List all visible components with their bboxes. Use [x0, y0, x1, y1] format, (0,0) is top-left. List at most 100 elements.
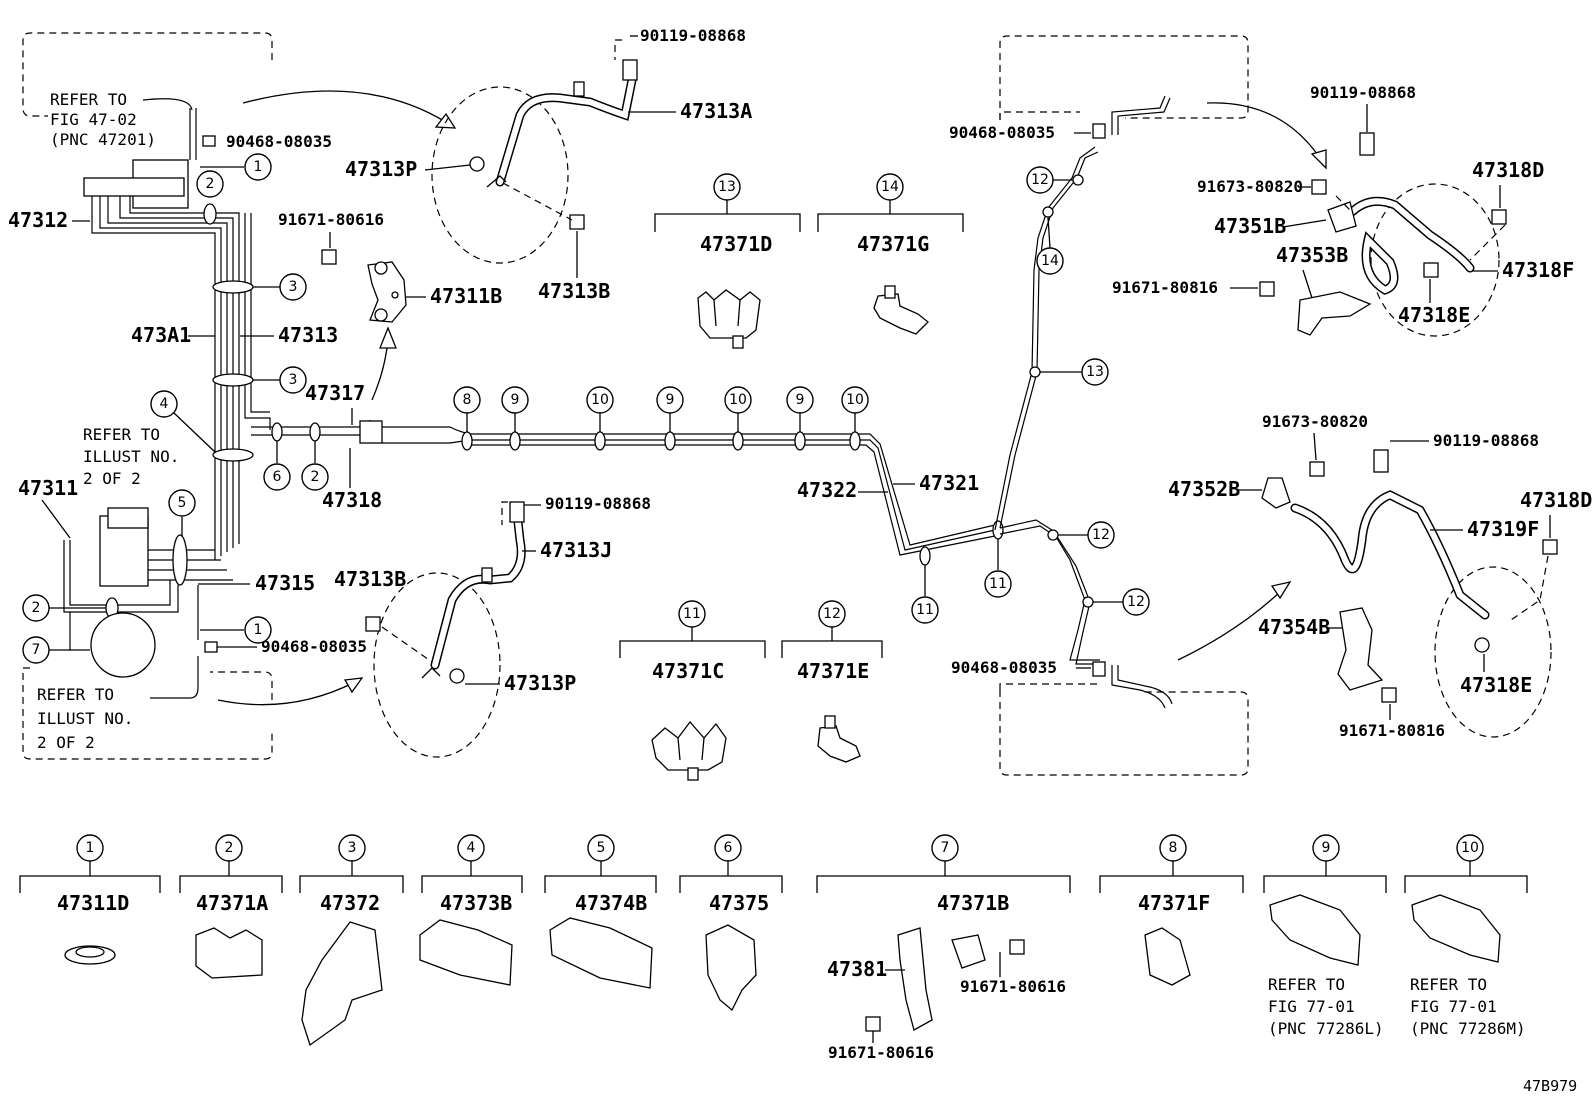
legend-part-3: 47372	[320, 891, 380, 915]
svg-text:1: 1	[254, 622, 263, 638]
callout-6: 6	[263, 441, 291, 491]
svg-text:9: 9	[796, 392, 805, 408]
refer-fig-line1: REFER TO	[50, 90, 127, 109]
svg-text:13: 13	[1086, 364, 1104, 380]
refer-fig-47-02-box: REFER TO FIG 47-02 (PNC 47201)	[22, 32, 273, 149]
legend-part-47381: 47381	[827, 957, 887, 981]
svg-text:3: 3	[289, 372, 298, 388]
callout-13-group: 13	[713, 173, 741, 201]
legend-part-1: 47311D	[57, 891, 129, 915]
hw-90468-d-label: 90468-08035	[951, 658, 1057, 677]
svg-text:2: 2	[311, 469, 320, 485]
svg-text:6: 6	[273, 469, 282, 485]
callout-14: 14	[1036, 216, 1064, 275]
refer-illust-a-line3: 2 OF 2	[83, 469, 141, 488]
part-47354B-label: 47354B	[1258, 615, 1330, 639]
hw-90119-mid-label: 90119-08868	[545, 494, 651, 513]
refer-illust-a-line2: ILLUST NO.	[83, 447, 179, 466]
part-47313-label: 47313	[278, 323, 338, 347]
clip-group-14	[817, 200, 964, 335]
hw-91671-80816-top-label: 91671-80816	[1112, 278, 1218, 297]
callout-10a: 10	[586, 386, 614, 432]
clip-group-12	[781, 627, 883, 763]
part-47313P-top-label: 47313P	[345, 157, 417, 181]
refer-fig-line2: FIG 47-02	[50, 110, 137, 129]
svg-text:12: 12	[823, 606, 841, 622]
ref-box-top-right	[999, 35, 1249, 139]
legend-item-5: 5 47374B	[544, 834, 657, 989]
legend-hw-91671-80616-b: 91671-80616	[960, 977, 1066, 996]
part-47318F-label: 47318F	[1502, 258, 1574, 282]
callout-13: 13	[1040, 358, 1109, 386]
part-47353B-label: 47353B	[1276, 243, 1348, 267]
clip-90468-a	[202, 135, 216, 147]
part-47318D-top-label: 47318D	[1472, 158, 1544, 182]
svg-text:2: 2	[32, 600, 41, 616]
callout-1b: 1	[200, 616, 272, 644]
svg-text:4: 4	[160, 396, 169, 412]
legend-item-4: 4 47373B	[419, 834, 523, 986]
svg-text:1: 1	[254, 159, 263, 175]
hose-detail-rear-left	[365, 501, 526, 758]
clip-group-11	[619, 627, 766, 781]
callout-12a: 12	[1058, 521, 1115, 549]
legend-item-2: 2 47371A	[179, 834, 283, 979]
hw-91671-80616-a-label: 91671-80616	[278, 210, 384, 229]
svg-text:12: 12	[1127, 594, 1145, 610]
hw-91673-80820-top-label: 91673-80820	[1197, 177, 1303, 196]
callout-2a: 2	[196, 170, 224, 198]
refer-illust-b-line2: ILLUST NO.	[37, 709, 133, 728]
svg-text:9: 9	[1322, 840, 1331, 856]
callout-9a: 9	[501, 386, 529, 432]
callout-7: 7	[22, 636, 70, 664]
svg-text:2: 2	[225, 840, 234, 856]
hw-91671-80816-bot-label: 91671-80816	[1339, 721, 1445, 740]
svg-text:6: 6	[724, 840, 733, 856]
ref-box-bottom-right	[999, 661, 1249, 776]
clip-group-13	[654, 200, 801, 349]
hose-assy-rear-right-bottom	[1261, 449, 1558, 738]
svg-text:9: 9	[666, 392, 675, 408]
arrowhead-3	[343, 677, 364, 694]
legend-row: 1 47311D 2 47371A 3 47372 4 4	[19, 834, 1528, 1062]
clip-90468-b	[204, 641, 218, 653]
clip-group-14-label: 47371G	[857, 232, 929, 256]
valve-block-47312	[83, 98, 197, 209]
valve-47311	[63, 507, 233, 678]
hw-91673-80820-bot-label: 91673-80820	[1262, 412, 1368, 431]
legend-ref-9-line2: FIG 77-01	[1268, 997, 1355, 1016]
legend-item-7: 7 47371B 47381 91671-80616 91671-80616	[816, 834, 1071, 1062]
flow-arrow-2	[1206, 102, 1321, 159]
legend-part-5: 47374B	[575, 891, 647, 915]
callout-1a: 1	[200, 153, 272, 181]
legend-part-6: 47375	[709, 891, 769, 915]
part-47315-label: 47315	[255, 571, 315, 595]
arrowhead-5	[1270, 581, 1292, 600]
legend-ref-9-line3: (PNC 77286L)	[1268, 1019, 1384, 1038]
part-47318E-top-label: 47318E	[1398, 303, 1470, 327]
part-47317-label: 47317	[305, 381, 365, 405]
figure-code: 47B979	[1523, 1077, 1577, 1095]
svg-text:11: 11	[683, 606, 701, 622]
callout-10c: 10	[841, 386, 869, 432]
hw-90468-c-label: 90468-08035	[949, 123, 1055, 142]
part-47318D-bot-label: 47318D	[1520, 488, 1592, 512]
callout-10b: 10	[724, 386, 752, 432]
svg-text:12: 12	[1031, 172, 1049, 188]
legend-part-4: 47373B	[440, 891, 512, 915]
svg-text:8: 8	[463, 392, 472, 408]
clip-group-11-label: 47371C	[652, 659, 724, 683]
clip-group-13-label: 47371D	[700, 232, 772, 256]
legend-ref-10-line2: FIG 77-01	[1410, 997, 1497, 1016]
svg-text:10: 10	[1461, 840, 1479, 856]
arrowhead-4	[1310, 149, 1327, 170]
svg-text:14: 14	[1041, 253, 1059, 269]
svg-text:7: 7	[32, 642, 41, 658]
callout-14-group: 14	[876, 173, 904, 201]
legend-item-8: 8 47371F	[1099, 834, 1244, 986]
legend-item-3: 3 47372	[299, 834, 404, 1047]
svg-text:4: 4	[467, 840, 476, 856]
arrowhead-1	[434, 112, 457, 129]
refer-illust-b-line3: 2 OF 2	[37, 733, 95, 752]
